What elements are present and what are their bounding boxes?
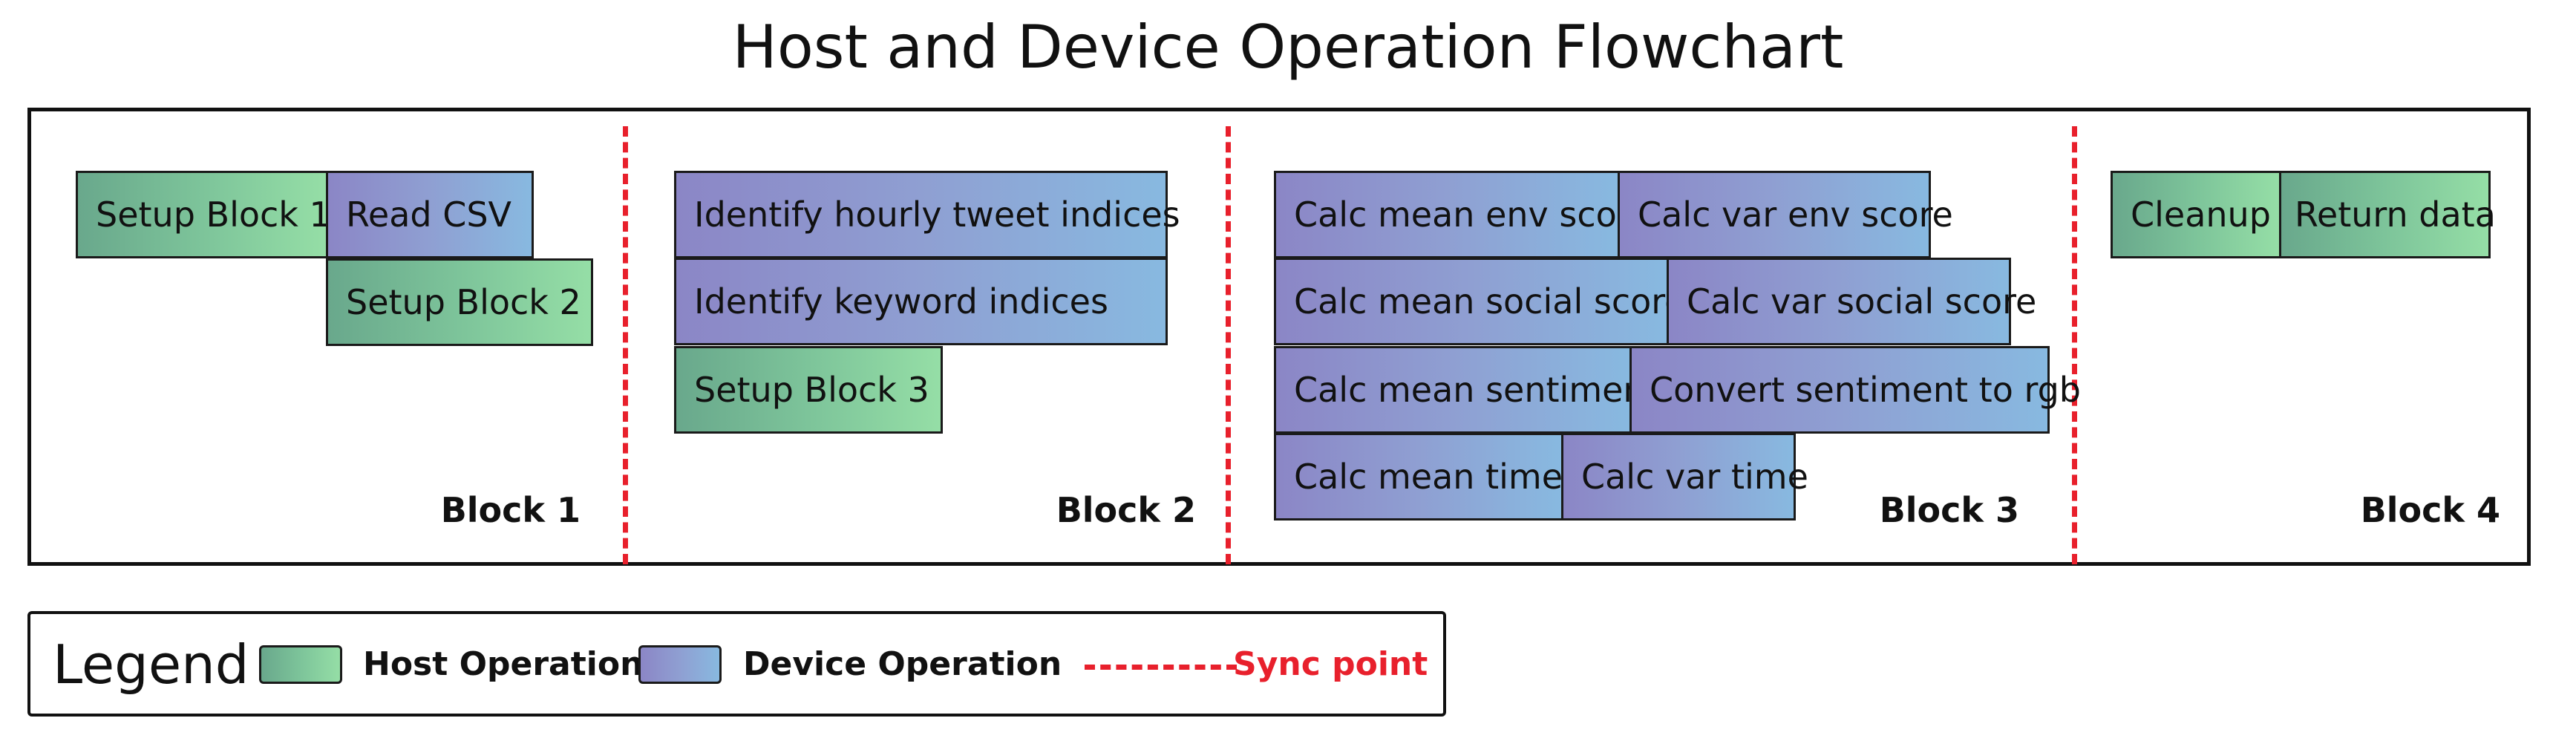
legend-device-label: Device Operation <box>743 645 1062 683</box>
block-label-3: Block 3 <box>1879 490 2019 530</box>
op-setup-block-2: Setup Block 2 <box>326 258 593 346</box>
legend-title: Legend <box>53 633 249 696</box>
op-cleanup: Cleanup <box>2111 171 2281 258</box>
diagram-title: Host and Device Operation Flowchart <box>732 13 1844 82</box>
op-calc-var-env-score: Calc var env score <box>1618 171 1953 258</box>
sync-point-line-1 <box>623 126 628 564</box>
op-calc-mean-env-score: Calc mean env score <box>1274 171 1651 258</box>
flowchart-frame <box>27 108 2531 566</box>
legend-host-label: Host Operation <box>363 645 644 683</box>
block-label-1: Block 1 <box>440 490 581 530</box>
op-calc-mean-time: Calc mean time <box>1274 433 1563 521</box>
op-calc-var-time: Calc var time <box>1561 433 1808 521</box>
sync-point-line-3 <box>2072 126 2077 564</box>
op-calc-mean-sentiment: Calc mean sentiment <box>1274 346 1658 434</box>
legend: Legend Host Operation Device Operation S… <box>27 611 1446 717</box>
legend-device-swatch <box>638 645 722 684</box>
legend-sync-label: Sync point <box>1233 645 1428 683</box>
op-convert-sentiment-to-rgb: Convert sentiment to rgb <box>1629 346 2081 434</box>
legend-sync-dash <box>1085 665 1237 670</box>
op-read-csv: Read CSV <box>326 171 534 258</box>
legend-host-swatch <box>259 645 342 684</box>
op-calc-mean-social-score: Calc mean social score <box>1274 258 1685 345</box>
op-return-data: Return data <box>2279 171 2496 258</box>
op-setup-block-3: Setup Block 3 <box>674 346 943 434</box>
block-label-4: Block 4 <box>2360 490 2500 530</box>
op-calc-var-social-score: Calc var social score <box>1667 258 2036 345</box>
sync-point-line-2 <box>1226 126 1231 564</box>
op-identify-keyword-indices: Identify keyword indices <box>674 258 1168 345</box>
op-identify-hourly-tweet-indices: Identify hourly tweet indices <box>674 171 1180 258</box>
op-setup-block-1: Setup Block 1 <box>76 171 331 258</box>
block-label-2: Block 2 <box>1056 490 1196 530</box>
